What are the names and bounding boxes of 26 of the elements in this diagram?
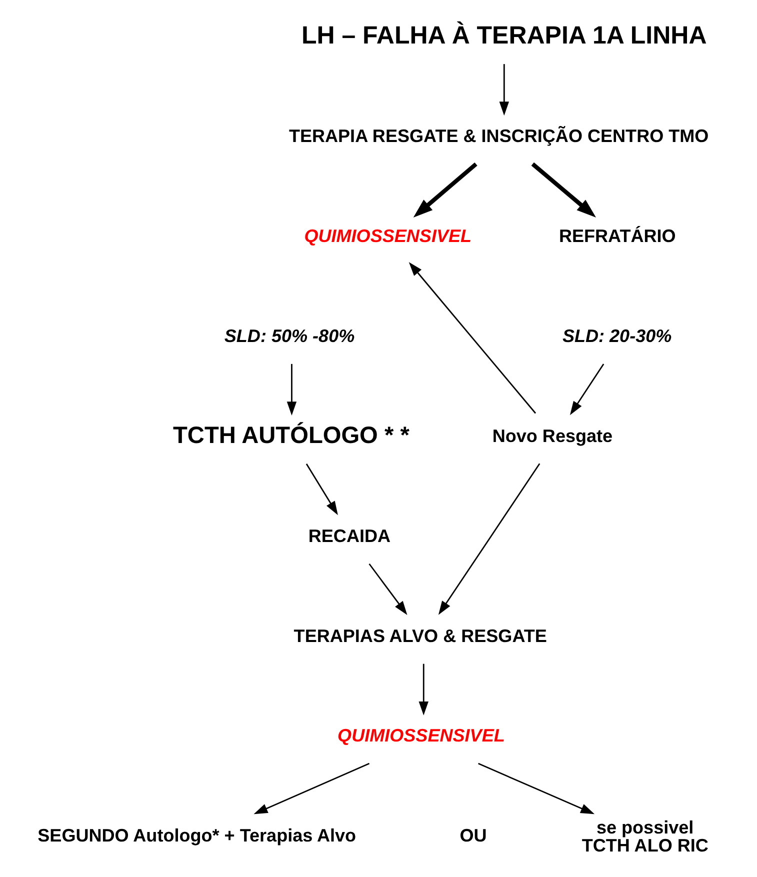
node-text: SEGUNDO Autologo* + Terapias Alvo <box>38 826 356 846</box>
node-text: SLD: 20-30% <box>562 326 672 346</box>
node-text: TERAPIA RESGATE & INSCRIÇÃO CENTRO TMO <box>288 126 709 146</box>
arrow <box>418 664 428 716</box>
node-text: SLD: 50% -80% <box>224 326 355 346</box>
node-text: se possivel TCTH ALO RIC <box>582 817 708 856</box>
arrow <box>499 64 510 116</box>
label: OU <box>460 826 487 846</box>
node-text: TERAPIAS ALVO & RESGATE <box>294 626 547 646</box>
arrow <box>478 762 595 814</box>
node-text: REFRATÁRIO <box>558 226 676 246</box>
arrow <box>413 162 478 218</box>
arrow <box>570 364 604 416</box>
arrow <box>368 563 408 615</box>
arrow <box>286 364 297 416</box>
arrow <box>408 262 536 414</box>
node-text: RECAIDA <box>308 526 391 546</box>
node-text: LH – FALHA À TERAPIA 1A LINHA <box>301 21 707 50</box>
arrow <box>306 464 338 516</box>
arrow <box>438 463 540 615</box>
arrow <box>254 762 370 814</box>
node-text: QUIMIOSSENSIVEL <box>338 726 505 746</box>
node-text: TCTH AUTÓLOGO * * <box>173 422 410 449</box>
arrow <box>531 162 596 218</box>
node-text: Novo Resgate <box>492 426 613 446</box>
node-text: QUIMIOSSENSIVEL <box>304 226 472 246</box>
